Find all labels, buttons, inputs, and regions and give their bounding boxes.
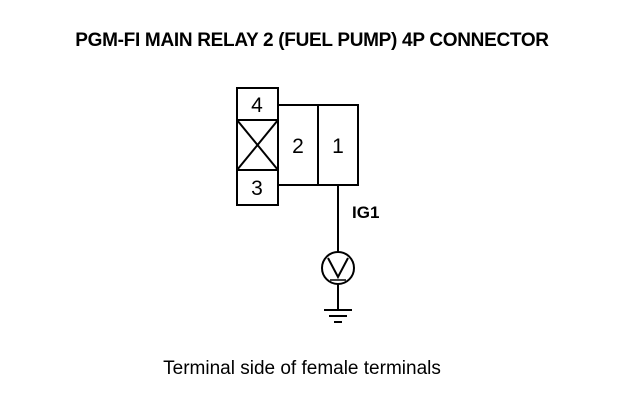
diagram-title: PGM-FI MAIN RELAY 2 (FUEL PUMP) 4P CONNE… (75, 30, 549, 51)
ground-icon (324, 309, 352, 323)
diagram-caption: Terminal side of female terminals (163, 358, 441, 379)
pin-3-cell (236, 169, 279, 206)
wire-label-ig1: IG1 (352, 203, 379, 222)
pin-number-4: 4 (251, 94, 263, 117)
blank-cavity-cross (236, 119, 279, 171)
pin-number-1: 1 (332, 135, 344, 158)
pin-number-3: 3 (251, 177, 263, 200)
voltmeter-icon (321, 251, 355, 285)
pin-number-2: 2 (292, 135, 304, 158)
